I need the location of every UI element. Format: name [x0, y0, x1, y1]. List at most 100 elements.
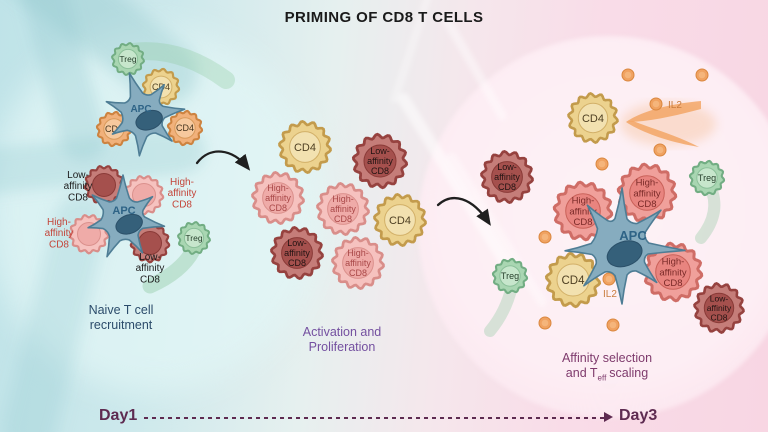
- stage2-caption: Activation and Proliferation: [303, 325, 382, 354]
- il2-molecule-icon: [621, 68, 635, 82]
- cell-label: Treg: [698, 173, 716, 183]
- il2-molecule-icon: [649, 97, 663, 111]
- cell-treg: Treg: [688, 159, 726, 197]
- il2-molecule-icon: [595, 157, 609, 171]
- stage1-caption: Naive T cell recruitment: [89, 303, 154, 332]
- stage3-caption-line1: Affinity selection: [561, 351, 653, 365]
- cell-label: CD4: [561, 275, 585, 287]
- timeline-dashed-line: [144, 417, 604, 419]
- cell-label: APC: [130, 104, 151, 115]
- stage2-caption-line2: Proliferation: [308, 339, 376, 354]
- cell-cd4_yellow: CD4: [544, 251, 602, 309]
- cell-label: High-: [332, 194, 354, 204]
- label-line: affinity: [168, 188, 197, 199]
- cell-label: Low-: [710, 293, 729, 303]
- stage1-caption-line1: Naive T cell: [88, 303, 154, 317]
- il2-label: IL2: [603, 289, 617, 300]
- stage3-caption-line2-post: scaling: [609, 365, 649, 380]
- cell-treg: Treg: [111, 42, 145, 76]
- cell-label: affinity: [345, 258, 371, 268]
- cell-label: Treg: [185, 233, 202, 243]
- cell-label: Treg: [119, 54, 136, 64]
- cell-label: High-: [662, 257, 685, 268]
- cell-label: Low-: [287, 238, 307, 248]
- cell-label: affinity: [265, 193, 291, 203]
- stage1-caption-line2: recruitment: [89, 317, 153, 332]
- label-line: CD8: [49, 239, 69, 250]
- stage3-caption-teff-subscript: eff: [597, 373, 607, 382]
- cell-cd4_yellow: CD4: [373, 192, 427, 248]
- cell-label: APC: [619, 228, 647, 243]
- label-line: High-: [47, 217, 71, 228]
- label-line: CD8: [172, 199, 192, 210]
- label-line: Low-: [139, 252, 161, 263]
- cell-cd8_low: [129, 223, 171, 264]
- timeline-start-label: Day1: [99, 407, 138, 424]
- diagram-title: PRIMING OF CD8 T CELLS: [284, 9, 484, 26]
- stage2-caption-line1: Activation and: [302, 325, 382, 339]
- il2-molecule-icon: [602, 272, 616, 286]
- cell-label: APC: [112, 205, 135, 217]
- cell-label: High-: [636, 178, 659, 189]
- stage3-caption-line2-pre: and T: [565, 365, 598, 380]
- cell-label: CD8: [334, 214, 352, 224]
- cell-label: affinity: [707, 303, 732, 313]
- cell-label: Low-: [497, 162, 517, 172]
- cell-label: affinity: [633, 188, 661, 199]
- timeline-arrowhead-icon: [604, 412, 613, 422]
- il2-molecule-icon: [538, 316, 552, 330]
- cell-treg: Treg: [177, 221, 211, 255]
- cell-apc: APC: [564, 187, 686, 305]
- cell-label: CD4: [582, 113, 604, 125]
- il2-molecule-icon: [653, 143, 667, 157]
- timeline-end-label: Day3: [619, 407, 658, 424]
- cell-label: High-: [267, 183, 289, 193]
- cell-apc: APC: [105, 72, 186, 157]
- label-line: CD8: [68, 192, 88, 203]
- il2-molecule-icon: [538, 230, 552, 244]
- cell-label: CD4: [176, 123, 194, 133]
- cell-label: affinity: [284, 248, 310, 258]
- label-line: CD8: [140, 274, 160, 285]
- cell-label: CD8: [663, 278, 682, 289]
- cell-cd4_yellow: CD4: [278, 119, 332, 175]
- label-line: Low-: [67, 170, 89, 181]
- cell-cd8_low: [83, 165, 125, 206]
- cell-label: affinity: [569, 206, 597, 217]
- cell-cd4_orange: CD4: [166, 109, 204, 147]
- cell-label: CD8: [288, 258, 306, 268]
- cell-label: affinity: [494, 172, 520, 182]
- cell-label: CD8: [710, 312, 727, 322]
- cell-label: CD8: [349, 268, 367, 278]
- label-line: High-: [170, 177, 194, 188]
- stage-transition-arrow: [436, 196, 491, 226]
- il2-molecule-icon: [695, 68, 709, 82]
- cell-label: affinity: [367, 156, 393, 166]
- cell-label: CD8: [269, 203, 287, 213]
- cell-label: affinity: [659, 267, 687, 278]
- cell-label: CD8: [637, 199, 656, 210]
- timeline: Day1 Day3: [0, 405, 768, 431]
- label-line: affinity: [64, 181, 93, 192]
- cell-label: High-: [347, 248, 369, 258]
- il2-chevron-icon: [626, 101, 701, 122]
- cell-label: CD4: [105, 124, 123, 134]
- il2-molecule-icon: [606, 318, 620, 332]
- label-line: affinity: [45, 228, 74, 239]
- cell-label: CD8: [498, 182, 516, 192]
